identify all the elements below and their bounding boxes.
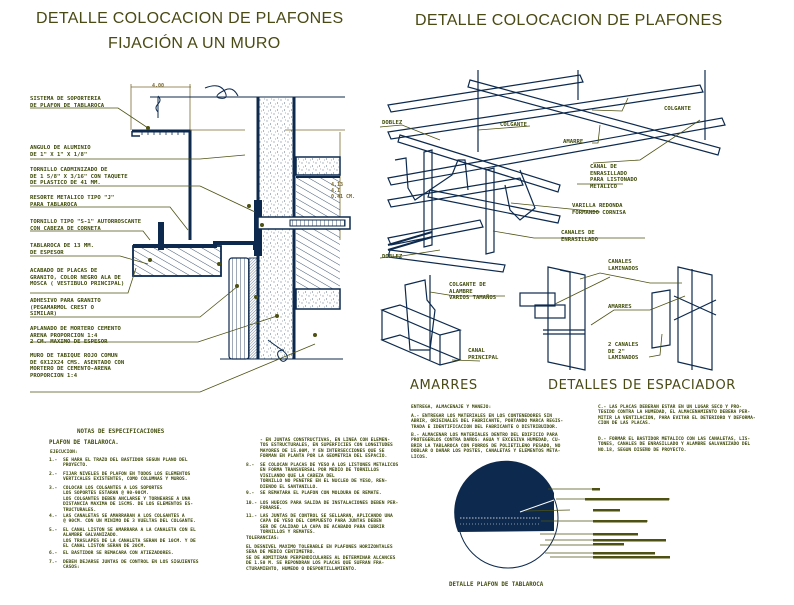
note-num: 3.-	[49, 486, 58, 491]
title-iso-detail: DETALLE COLOCACION DE PLAFONES	[415, 12, 723, 29]
notes-heading: NOTAS DE ESPECIFICACIONES	[77, 429, 165, 435]
note-num: 7.-	[49, 560, 58, 565]
subtitle-wall-detail: FIJACIÓN A UN MURO	[108, 35, 281, 52]
label-tornillo-autorroscante: TORNILLO TIPO "S-1" AUTORROSCANTE CON CA…	[30, 219, 142, 232]
note-num: 11.-	[246, 514, 258, 519]
dimension-side-label: 4.13 4.1 0.41 cm.	[331, 182, 356, 200]
label-amarres-espaciador: AMARRES	[608, 304, 632, 310]
tolerancias-text: EL DESNIVEL MAXIMO TOLERABLE EN PLAFONES…	[246, 545, 396, 572]
iso-leader-lines	[379, 97, 701, 259]
title-section-detail: DETALLE PLAFON DE TABLAROCA	[449, 582, 544, 588]
note-text: EL CANAL LISTON SE AMARRARA A LA CANALET…	[63, 528, 196, 550]
label-canal-principal: CANAL PRINCIPAL	[468, 348, 499, 361]
notes-section-label: EJECUCION:	[50, 450, 78, 455]
label-aplanado-mortero: APLANADO DE MORTERO CEMENTO ARENA PROPOR…	[30, 326, 121, 346]
label-colgante-alambre: COLGANTE DE ALAMBRE VARIOS TAMAÑOS	[449, 282, 497, 302]
title-espaciador: DETALLES DE ESPACIADOR	[548, 378, 736, 393]
label-muro-tabique: MURO DE TABIQUE ROJO COMUN DE 6x12x24 cm…	[30, 353, 125, 379]
note-text: LAS CANALETAS SE AMARRARAN A LOS COLGANT…	[63, 514, 196, 525]
section-legend-bars	[585, 488, 670, 559]
label-tablaroca: TABLAROCA DE 13 mm. DE ESPESOR	[30, 243, 94, 256]
note-num: 4.-	[49, 514, 58, 519]
label-colgante-1: COLGANTE	[500, 122, 527, 128]
note-num: 10.-	[246, 501, 258, 506]
note-num: 8.-	[246, 463, 255, 468]
notes-subheading: PLAFON DE TABLAROCA.	[49, 440, 119, 446]
note-num: 2.-	[49, 472, 58, 477]
storage-note: A.- ENTREGAR LOS MATERIALES EN LOS CONTE…	[411, 414, 564, 430]
espaciador-detail	[519, 266, 717, 371]
note-text: FIJAR NIVELES DE PLAFON EN TODOS LOS ELE…	[63, 472, 191, 483]
label-varilla-redonda: VARILLA REDONDA FORMANDO CORNISA	[572, 203, 626, 216]
label-doblez-top: DOBLEZ	[382, 120, 403, 126]
label-amarre: AMARRE	[563, 139, 584, 145]
label-tornillo-cadminizado: TORNILLO CADMINIZADO DE DE 1 5/8" x 3/16…	[30, 167, 128, 187]
note-text: EL BASTIDOR SE REMACARA CON ATIEZADORES.	[63, 551, 174, 556]
title-amarres: AMARRES	[410, 378, 478, 393]
note-num: 5.-	[49, 528, 58, 533]
dimension-top-label: 4.00	[152, 83, 165, 89]
label-angulo-aluminio: ANGULO DE ALUMINIO DE 1" X 1" X 1/8"	[30, 145, 91, 158]
note-text: LOS HUECOS PARA SALIDA DE INSTALACIONES …	[260, 501, 399, 512]
wall-leader-lines	[30, 107, 316, 393]
label-canal-enrasillado: CANAL DE ENRASILLADO PARA LISTONADO META…	[590, 164, 638, 190]
note-text: COLOCAR LOS COLGANTES A LOS SOPORTES LOS…	[63, 486, 193, 513]
storage-note: C.- LAS PLACAS DEBERAN ESTAR EN UN LUGAR…	[598, 405, 756, 427]
note-text: SE COLOCAN PLACAS DE YESO A LOS LISTONES…	[260, 463, 399, 490]
label-colgante-2: COLGANTE	[664, 106, 691, 112]
note-text: SE REMATARA EL PLAFON CON MOLDURA DE REM…	[260, 491, 382, 496]
label-canales-enrasillado: CANALES DE ENRASILLADO	[561, 230, 599, 243]
espaciador-leader-lines	[429, 272, 686, 362]
note-text: DEBEN DEJARSE JUNTAS DE CONTROL EN LOS S…	[63, 560, 199, 571]
label-resorte-metalico: RESORTE METALICO TIPO "J" PARA TABLAROCA	[30, 195, 115, 208]
section-circle-detail	[454, 460, 559, 569]
note-num: 1.-	[49, 458, 58, 463]
label-doblez-bottom: DOBLEZ	[382, 254, 403, 260]
storage-heading: ENTREGA, ALMACENAJE Y MANEJO:	[411, 405, 492, 410]
label-dos-canales: 2 CANALES DE 2" LAMINADOS	[608, 342, 639, 362]
label-acabado-granito: ACABADO DE PLACAS DE GRANITO, COLOR NEGR…	[30, 268, 125, 288]
leader-dots	[146, 126, 317, 337]
tolerancias-title: TOLERANCIAS:	[246, 536, 280, 541]
iso-framework	[387, 70, 726, 273]
note-text: LAS JUNTAS DE CONTROL SE SELLARAN, APLIC…	[260, 514, 393, 536]
storage-note: B.- ALMACENAR LOS MATERIALES DENTRO DEL …	[411, 433, 561, 460]
wall-section-detail	[130, 84, 351, 362]
dimension-line-top	[130, 84, 191, 150]
label-sistema-soporteria: SISTEMA DE SOPORTERIA DE PLAFON DE TABLA…	[30, 96, 105, 109]
label-canales-laminados: CANALES LAMINADOS	[608, 259, 639, 272]
note-text: - EN JUNTAS CONSTRUCTIVAS, EN LINEA CON …	[260, 438, 393, 460]
note-text: SE HARA EL TRAZO DEL BASTIDOR SEGUN PLAN…	[63, 458, 188, 469]
note-num: 6.-	[49, 551, 58, 556]
label-adhesivo-granito: ADHESIVO PARA GRANITO (PEGAMARMOL CREST …	[30, 298, 101, 318]
title-wall-detail: DETALLE COLOCACION DE PLAFONES	[36, 10, 344, 27]
note-num: 9.-	[246, 491, 255, 496]
storage-note: D.- FORMAR EL BASTIDOR METALICO CON LAS …	[598, 437, 751, 453]
